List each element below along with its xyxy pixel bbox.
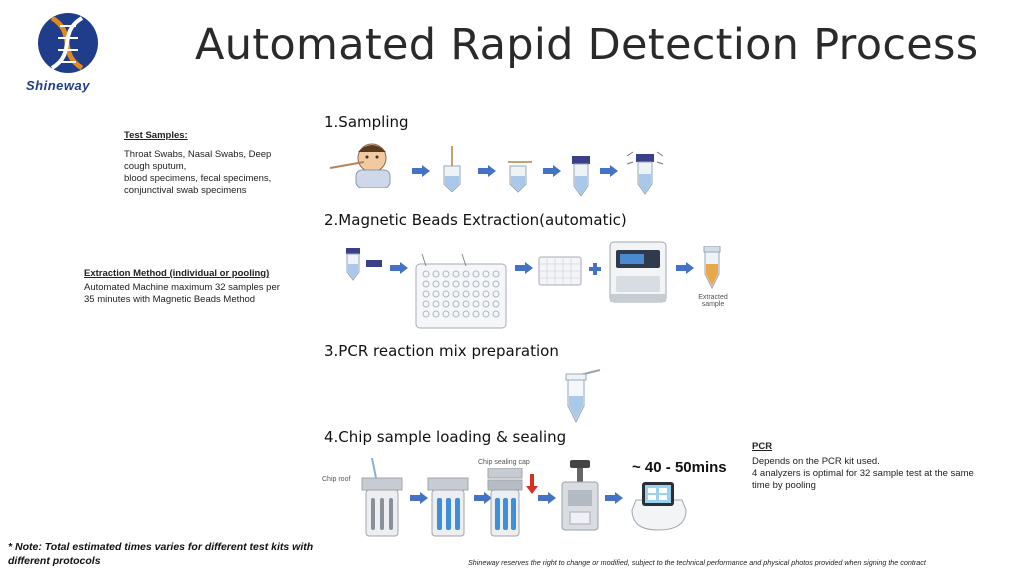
flow-arrow-icon	[410, 492, 428, 504]
extraction-line: Automated Machine maximum 32 samples per	[84, 282, 280, 293]
chip-filled-icon	[427, 477, 469, 537]
pcr-text: Depends on the PCR kit used. 4 analyzers…	[752, 456, 1012, 492]
pcr-time-label: ~ 40 - 50mins	[632, 459, 727, 476]
protocol-note: * Note: Total estimated times varies for…	[8, 541, 314, 567]
shaking-tube-icon	[626, 151, 664, 195]
step-3-label: 3.PCR reaction mix preparation	[324, 342, 559, 360]
pcr-analyzer-icon	[631, 482, 687, 531]
flow-arrow-icon	[543, 165, 561, 177]
flow-arrow-icon	[390, 262, 408, 274]
swab-tube-icon	[443, 146, 461, 192]
extracted-sample-tube-icon	[703, 246, 721, 290]
pcr-line: 4 analyzers is optimal for 32 sample tes…	[752, 468, 974, 479]
extraction-line: 35 minutes with Magnetic Beads Method	[84, 294, 256, 305]
shineway-logo	[38, 13, 98, 73]
flow-arrow-icon	[600, 165, 618, 177]
step-4-label: 4.Chip sample loading & sealing	[324, 428, 567, 446]
pcr-heading: PCR	[752, 441, 773, 452]
flow-arrow-icon	[515, 262, 533, 274]
test-samples-line: blood specimens, fecal specimens,	[124, 173, 272, 184]
flow-arrow-icon	[605, 492, 623, 504]
extraction-plate-icon	[538, 256, 582, 286]
pcr-mix-tube-icon	[565, 369, 601, 424]
96-well-plate-icon	[415, 253, 507, 329]
sample-tube-and-cap-icon	[346, 248, 382, 281]
extracted-label-line: sample	[701, 301, 725, 308]
chip-roof-loading-icon	[361, 458, 403, 537]
flow-arrow-icon	[412, 165, 430, 177]
plus-icon	[589, 263, 601, 275]
flow-arrow-icon	[676, 262, 694, 274]
flow-arrow-icon	[538, 492, 556, 504]
disclaimer-text: Shineway reserves the right to change or…	[468, 558, 926, 567]
test-samples-line: Throat Swabs, Nasal Swabs, Deep	[124, 149, 272, 160]
sealing-press-icon	[561, 460, 599, 531]
step-2-label: 2.Magnetic Beads Extraction(automatic)	[324, 211, 627, 229]
test-samples-heading: Test Samples:	[124, 130, 188, 141]
test-samples-line: cough sputum,	[124, 161, 187, 172]
test-samples-line: conjunctival swab specimens	[124, 185, 247, 196]
extracted-sample-label: Extracted sample	[696, 294, 730, 308]
extraction-heading: Extraction Method (individual or pooling…	[84, 268, 270, 279]
pcr-line: time by pooling	[752, 480, 816, 491]
flow-arrow-icon	[478, 165, 496, 177]
patient-swab-illustration	[330, 143, 391, 188]
flow-arrow-icon	[474, 492, 492, 504]
chip-roof-label: Chip roof	[322, 476, 351, 483]
test-samples-list: Throat Swabs, Nasal Swabs, Deep cough sp…	[124, 149, 304, 197]
page-title: Automated Rapid Detection Process	[195, 20, 979, 70]
capped-tube-icon	[572, 156, 590, 196]
chip-sealing-icon	[487, 468, 538, 537]
pcr-line: Depends on the PCR kit used.	[752, 456, 880, 467]
extraction-text: Automated Machine maximum 32 samples per…	[84, 282, 324, 306]
swab-in-tube-icon	[508, 161, 532, 193]
extracted-label-line: Extracted	[698, 294, 728, 301]
brand-name: Shineway	[26, 78, 90, 93]
chip-sealing-cap-label: Chip sealing cap	[478, 459, 530, 466]
step-1-label: 1.Sampling	[324, 113, 409, 131]
extraction-machine-icon	[609, 241, 667, 303]
